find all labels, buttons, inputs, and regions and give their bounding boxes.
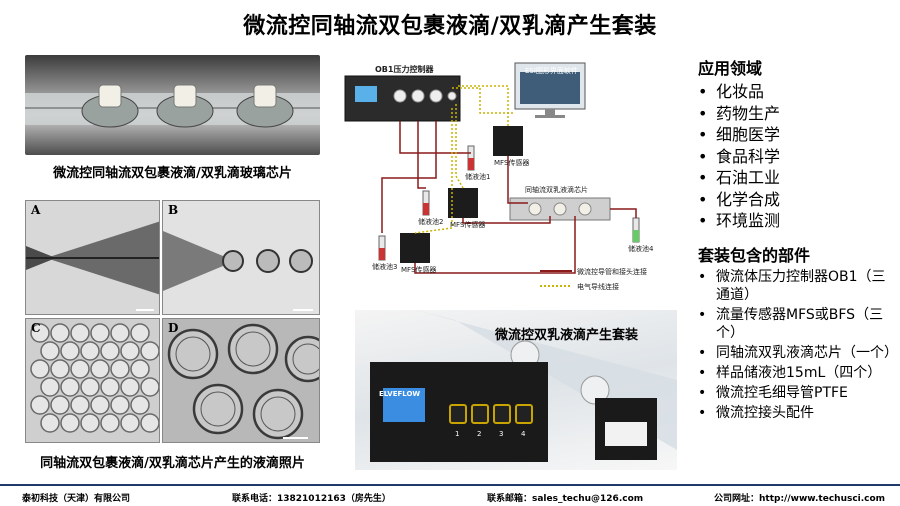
list-item: 化学合成 <box>698 189 898 211</box>
applications-list: 化妆品 药物生产 细胞医学 食品科学 石油工业 化学合成 环境监测 <box>698 81 898 232</box>
micro-caption: 同轴流双包裹液滴/双乳滴芯片产生的液滴照片 <box>40 456 305 471</box>
mfs-sensor-icon <box>400 233 430 263</box>
applications-heading: 应用领域 <box>698 59 763 78</box>
reservoir-label-4: 储液池4 <box>628 245 654 253</box>
list-item: 同轴流双乳液滴芯片（一个） <box>698 344 898 362</box>
product-photo: 微流控双乳液滴产生套装 ELVEFLOW 1 2 3 4 <box>355 310 677 470</box>
footer-phone: 联系电话：13821012163（房先生） <box>232 494 391 504</box>
list-item: 微流体压力控制器OB1（三通道） <box>698 268 898 304</box>
footer-company: 泰初科技（天津）有限公司 <box>22 494 131 504</box>
kit-parts-list: 微流体压力控制器OB1（三通道） 流量传感器MFS或BFS（三个） 同轴流双乳液… <box>698 268 898 422</box>
reservoir-label-1: 储液池1 <box>465 173 491 181</box>
list-item: 微流控毛细导管PTFE <box>698 384 898 402</box>
footer-email[interactable]: 联系邮箱：sales_techu@126.com <box>487 494 644 504</box>
micro-label-a: A <box>31 203 41 217</box>
legend-electrical-label: 电气导线连接 <box>577 283 619 291</box>
list-item: 样品储液池15mL（四个） <box>698 364 898 382</box>
chip-label: 同轴流双乳液滴芯片 <box>525 186 588 194</box>
product-title: 微流控双乳液滴产生套装 <box>495 328 639 343</box>
setup-diagram: OB1压力控制器 ESI图形界面软件 MFS传感器 MFS传感器 MFS传感器 … <box>340 58 680 303</box>
software-label: ESI图形界面软件 <box>525 67 578 75</box>
list-item: 食品科学 <box>698 146 898 168</box>
right-panel: 应用领域 化妆品 药物生产 细胞医学 食品科学 石油工业 化学合成 环境监测 套… <box>698 55 898 424</box>
list-item: 微流控接头配件 <box>698 404 898 422</box>
footer-website[interactable]: 公司网址：http://www.techusci.com <box>714 494 886 504</box>
mfs-sensor-icon <box>493 126 523 156</box>
micro-label-b: B <box>168 203 179 217</box>
list-item: 化妆品 <box>698 81 898 103</box>
reservoir-label-2: 储液池2 <box>418 218 444 226</box>
micro-label-c: C <box>31 321 41 335</box>
sensor-label-1: MFS传感器 <box>494 159 530 167</box>
glass-chip-photo <box>25 55 320 155</box>
list-item: 石油工业 <box>698 167 898 189</box>
port-number-3: 3 <box>499 430 504 438</box>
sensor-label-3: MFS传感器 <box>401 266 437 274</box>
reservoir-label-3: 储液池3 <box>372 263 398 271</box>
port-number-1: 1 <box>455 430 460 438</box>
micro-label-d: D <box>168 321 179 335</box>
micro-image-a: A <box>25 200 160 315</box>
port-number-4: 4 <box>521 430 526 438</box>
controller-label: OB1压力控制器 <box>375 65 434 74</box>
port-number-2: 2 <box>477 430 482 438</box>
kit-parts-heading: 套装包含的部件 <box>698 245 811 265</box>
micro-image-d: D <box>162 318 320 443</box>
micro-image-c: C <box>25 318 160 443</box>
chip-caption: 微流控同轴流双包裹液滴/双乳滴玻璃芯片 <box>53 166 292 181</box>
brand-label: ELVEFLOW <box>379 390 421 398</box>
list-item: 细胞医学 <box>698 124 898 146</box>
footer: 泰初科技（天津）有限公司 联系电话：13821012163（房先生） 联系邮箱：… <box>0 484 900 506</box>
list-item: 流量传感器MFS或BFS（三个） <box>698 306 898 342</box>
legend-tubing-label: 微流控导管和接头连接 <box>577 268 647 276</box>
page-title: 微流控同轴流双包裹液滴/双乳滴产生套装 <box>243 14 657 39</box>
mfs-sensor-icon <box>448 188 478 218</box>
micro-image-b: B <box>162 200 320 315</box>
list-item: 环境监测 <box>698 210 898 232</box>
glass-chip-illustration <box>25 84 320 128</box>
sensor-label-2: MFS传感器 <box>450 221 486 229</box>
list-item: 药物生产 <box>698 103 898 125</box>
